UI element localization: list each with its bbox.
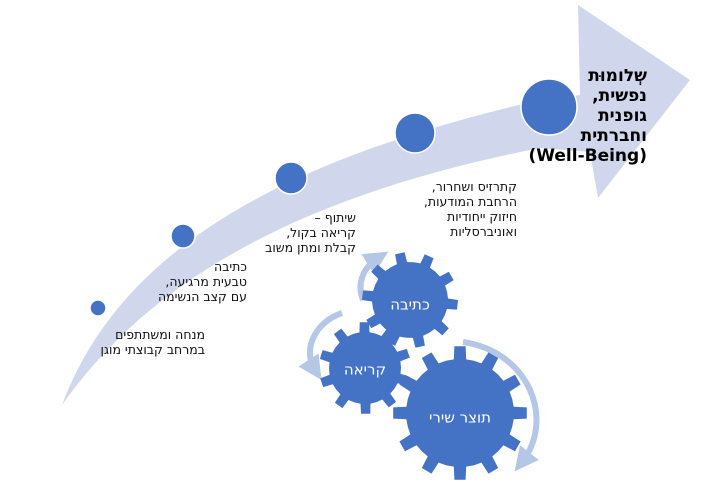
stage-dot-3 bbox=[274, 161, 308, 195]
stage-label-4: קתרזיס ושחרור, הרחבת המודעות, חיזוק ייחו… bbox=[423, 179, 517, 239]
stage-dot-2 bbox=[170, 223, 196, 249]
stage-dot-5 bbox=[520, 78, 578, 136]
gear-reading-label: קריאה bbox=[344, 361, 386, 379]
gear-writing: כתיבה bbox=[362, 252, 458, 348]
stage-label-3: שיתוף – קריאה בקול, קבלת ומתן משוב bbox=[265, 210, 356, 255]
gear-reading: קריאה bbox=[319, 322, 411, 414]
gear-poetic-product: תוצר שירי bbox=[393, 346, 527, 480]
cycle-arrow-left bbox=[298, 310, 344, 381]
gear-writing-label: כתיבה bbox=[390, 296, 430, 314]
stage-label-2: כתיבה טבעית מרגיעה, עם קצב הנשימה bbox=[157, 259, 247, 304]
goal-label: שְלומוּת נפשית, גופנית וחברתית (Well-Bei… bbox=[528, 66, 647, 166]
stage-dot-4 bbox=[394, 112, 436, 154]
stage-label-1: מנחה ומשתתפים במרחב קבוצתי מוגן bbox=[100, 327, 206, 357]
cycle-arrow-top bbox=[357, 251, 389, 302]
stage-dot-1 bbox=[89, 299, 107, 317]
cycle-arrow-right bbox=[462, 339, 540, 472]
gear-poetic-product-label: תוצר שירי bbox=[429, 409, 491, 427]
